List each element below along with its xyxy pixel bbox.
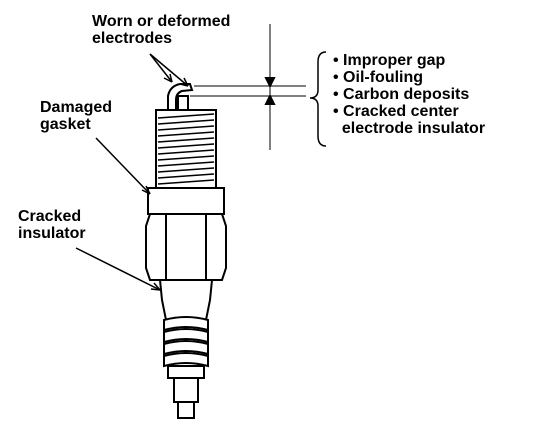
cause-item: • Oil-fouling: [333, 69, 424, 86]
cause-brace: [309, 51, 327, 147]
label-line: electrodes: [92, 30, 173, 47]
terminal-tip: [177, 401, 195, 419]
label-line: Damaged: [40, 99, 113, 116]
label-line: gasket: [40, 116, 91, 133]
insulator-ribs: [163, 316, 209, 379]
label-damaged-gasket: Damaged gasket: [40, 99, 112, 133]
terminal-nut: [173, 377, 199, 403]
gap-cause-list: • Improper gap • Oil-fouling • Carbon de…: [333, 52, 485, 137]
cause-item: • Cracked center: [333, 103, 459, 120]
leader-insulator: [75, 247, 161, 291]
label-worn-electrodes: Worn or deformed electrodes: [92, 13, 230, 47]
cause-item: • Carbon deposits: [333, 86, 470, 103]
leader-gasket: [95, 137, 151, 195]
side-electrode: [167, 83, 194, 110]
center-electrode: [177, 95, 189, 111]
leader-worn-2: [149, 53, 189, 87]
label-line: insulator: [18, 225, 86, 242]
cause-item: • Improper gap: [333, 52, 446, 69]
label-cracked-insulator: Cracked insulator: [18, 208, 86, 242]
insulator: [158, 279, 214, 321]
label-line: Worn or deformed: [92, 13, 231, 30]
label-line: Cracked: [18, 208, 82, 225]
gasket: [147, 187, 225, 215]
cause-item: electrode insulator: [333, 120, 486, 137]
leader-worn-1: [149, 53, 173, 83]
hex-body: [145, 213, 227, 281]
thread-lines: [157, 113, 215, 185]
